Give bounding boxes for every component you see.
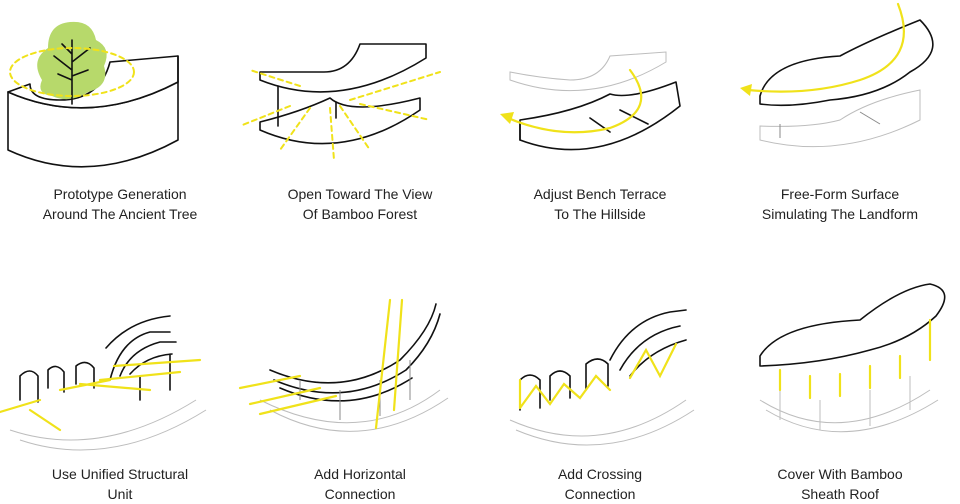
step-1-caption: Prototype Generation Around The Ancient … [42,186,198,222]
step-3-illustration [500,51,681,151]
step-2-illustration [239,43,441,161]
step-3-caption: Adjust Bench Terrace To The Hillside [533,186,667,222]
step-5-illustration [0,315,207,451]
step-6-illustration [238,298,449,432]
step-2-caption: Open Toward The View Of Bamboo Forest [287,186,433,222]
step-8-caption: Cover With Bamboo Sheath Roof [777,466,903,502]
step-4-caption: Free-Form Surface Simulating The Landfor… [761,186,919,222]
step-8-illustration [759,283,946,433]
step-5-caption: Use Unified Structural Unit [51,466,189,502]
step-7-illustration [509,309,695,446]
step-7-caption: Add Crossing Connection [557,466,643,502]
step-6-caption: Add Horizontal Connection [314,466,406,502]
step-1-illustration [7,21,179,168]
step-4-illustration [740,2,934,148]
